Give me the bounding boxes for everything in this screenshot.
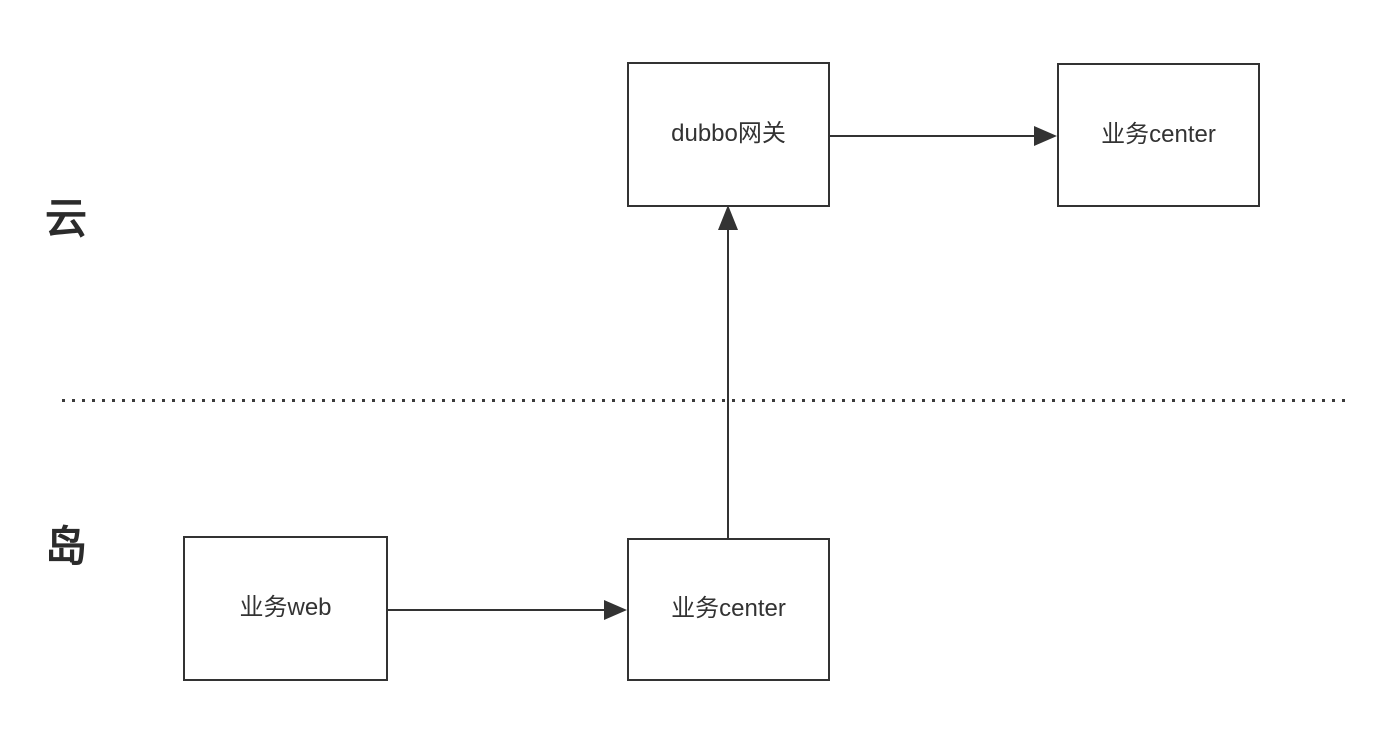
edge-web-to-island-center xyxy=(388,594,630,628)
zone-label-island: 岛 xyxy=(45,523,88,570)
node-dubbo-gateway[interactable]: dubbo网关 xyxy=(627,62,830,207)
arrowhead-right-icon xyxy=(1034,126,1057,146)
node-island-business-web[interactable]: 业务web xyxy=(183,536,388,681)
zone-label-cloud: 云 xyxy=(45,195,88,242)
edge-island-center-to-gateway xyxy=(712,200,746,540)
arrowhead-right-icon xyxy=(604,600,627,620)
node-cloud-business-center[interactable]: 业务center xyxy=(1057,63,1260,207)
arrowhead-up-icon xyxy=(718,205,738,230)
node-label-dubbo-gateway: dubbo网关 xyxy=(671,120,786,148)
node-label-cloud-business-center: 业务center xyxy=(1101,120,1216,148)
edge-gateway-to-cloud-center xyxy=(830,120,1060,154)
node-label-island-business-web: 业务web xyxy=(239,594,332,622)
node-label-island-business-center: 业务center xyxy=(671,595,786,623)
node-island-business-center[interactable]: 业务center xyxy=(627,538,830,681)
cloud-island-divider xyxy=(62,399,1350,402)
